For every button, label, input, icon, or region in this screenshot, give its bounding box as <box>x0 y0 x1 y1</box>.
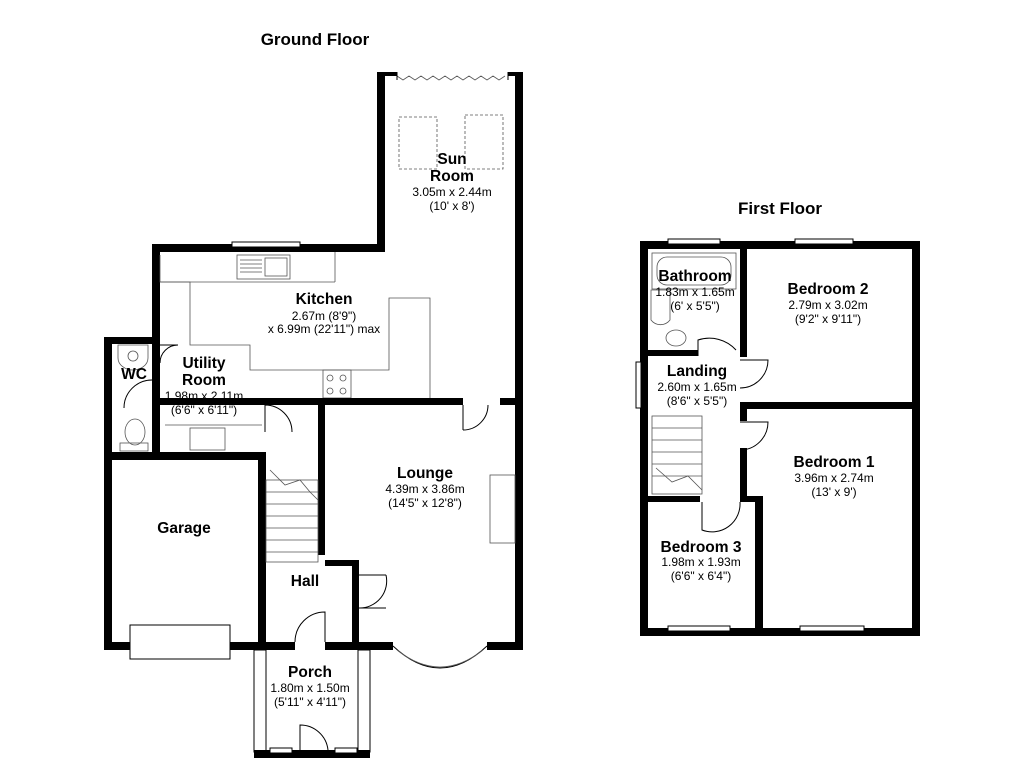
bifold-doors <box>396 75 506 81</box>
ff-east-wall <box>912 241 920 636</box>
bathroom-south-wall <box>648 350 698 356</box>
sun-room-west-wall <box>377 72 385 252</box>
ground-stairs <box>265 469 319 563</box>
lounge-door <box>358 574 388 609</box>
utility-dim-imperial: (6'6" x 6'11") <box>171 403 237 417</box>
ground-floor-title: Ground Floor <box>261 30 370 49</box>
garage-east-wall <box>258 452 266 650</box>
bedroom3-window <box>667 625 731 632</box>
wc-toilet <box>124 418 146 446</box>
ground-floor-plan <box>104 72 523 758</box>
kitchen-window <box>231 241 301 248</box>
bedroom2-window <box>794 238 854 245</box>
wc-basin <box>117 344 149 371</box>
ff-north-wall <box>640 241 920 249</box>
sun-room-dim-metric: 3.05m x 2.44m <box>412 185 491 199</box>
porch-name: Porch <box>288 664 332 681</box>
first-stairs <box>651 415 703 495</box>
bedroom3-dim-imperial: (6'6" x 6'4") <box>671 569 731 583</box>
bedroom2-name: Bedroom 2 <box>788 281 869 298</box>
porch-window-east <box>357 649 371 753</box>
garage-door <box>129 624 231 660</box>
bathroom-name: Bathroom <box>658 268 731 285</box>
hall-name: Hall <box>291 573 319 590</box>
roof-light-left <box>398 116 438 170</box>
wc-west-wall <box>104 337 112 457</box>
wc-utility-wall <box>152 337 160 457</box>
bedroom2-door <box>739 359 769 389</box>
bedroom1-dim-metric: 3.96m x 2.74m <box>794 471 873 485</box>
bedroom1-dim-imperial: (13' x 9') <box>811 485 856 499</box>
front-door <box>299 724 329 751</box>
bathroom-toilet <box>665 329 687 347</box>
wc-door <box>123 379 153 409</box>
utility-sink <box>189 427 226 451</box>
porch-inner-door <box>294 611 326 643</box>
garage-west-wall <box>104 452 112 650</box>
bedroom1-door <box>739 421 769 451</box>
ff-west-wall <box>640 241 648 636</box>
bathroom-door <box>697 337 737 356</box>
bathroom-basin <box>650 289 671 326</box>
bathroom-window <box>667 238 721 245</box>
landing-dim-metric: 2.60m x 1.65m <box>657 380 736 394</box>
garage-north-wall <box>104 452 264 460</box>
utility-dim-metric: 1.98m x 2.11m <box>165 389 243 403</box>
bathroom-bedroom2-wall <box>740 249 747 357</box>
lounge-name: Lounge <box>397 465 453 482</box>
utility-name-1: Utility <box>182 355 225 372</box>
bedroom2-dim-metric: 2.79m x 3.02m <box>788 298 867 312</box>
kitchen-dim-1: 2.67m (8'9") <box>292 309 357 323</box>
landing-window <box>635 361 642 409</box>
utility-kitchen-door <box>159 344 179 364</box>
first-floor-plan <box>635 238 920 636</box>
bedroom1-window <box>799 625 865 632</box>
sun-room-north-wall-left <box>377 72 397 76</box>
lounge-dim-metric: 4.39m x 3.86m <box>385 482 464 496</box>
kitchen-dim-2: x 6.99m (22'11") max <box>268 322 380 336</box>
kitchen-west-wall <box>152 244 160 340</box>
bedroom2-dim-imperial: (9'2" x 9'11") <box>795 312 861 326</box>
kitchen-name: Kitchen <box>296 291 353 308</box>
ff-south-wall <box>640 628 920 636</box>
garage-name: Garage <box>157 520 211 537</box>
bathroom-dim-imperial: (6' x 5'5") <box>670 299 720 313</box>
kitchen-north-wall <box>152 244 385 252</box>
porch-window-west <box>253 649 267 753</box>
bedroom3-name: Bedroom 3 <box>661 539 742 556</box>
porch-dim-metric: 1.80m x 1.50m <box>270 681 349 695</box>
kitchen-hob <box>322 369 352 399</box>
kitchen-lounge-door <box>462 404 489 431</box>
first-floor-title: First Floor <box>738 199 822 218</box>
bath <box>651 252 737 290</box>
bathroom-dim-metric: 1.83m x 1.65m <box>655 285 734 299</box>
bedroom2-bedroom1-wall <box>740 402 920 409</box>
wc-name: WC <box>121 366 147 383</box>
landing-name: Landing <box>667 363 727 380</box>
sun-room-name-1: Sun <box>437 151 466 168</box>
sun-room-name-2: Room <box>430 168 474 185</box>
bedroom1-name: Bedroom 1 <box>794 454 875 471</box>
utility-name-2: Room <box>182 372 226 389</box>
east-wall <box>515 72 523 650</box>
roof-light-right <box>464 114 504 170</box>
bedroom3-dim-metric: 1.98m x 1.93m <box>661 555 740 569</box>
fireplace <box>489 474 516 544</box>
porch-dim-imperial: (5'11" x 4'11") <box>274 695 346 709</box>
kitchen-lounge-wall <box>248 398 463 405</box>
sun-room-dim-imperial: (10' x 8') <box>429 199 474 213</box>
hall-east-wall <box>318 405 325 555</box>
sun-room-north-wall-right <box>508 72 523 76</box>
landing-dim-imperial: (8'6" x 5'5") <box>667 394 727 408</box>
bedroom3-door <box>701 501 741 533</box>
porch-south-wall <box>254 750 370 758</box>
bedroom3-east-wall <box>755 496 763 631</box>
lounge-dim-imperial: (14'5" x 12'8") <box>388 496 462 510</box>
hall-lounge-wall <box>352 560 359 650</box>
kitchen-sink <box>236 254 291 280</box>
